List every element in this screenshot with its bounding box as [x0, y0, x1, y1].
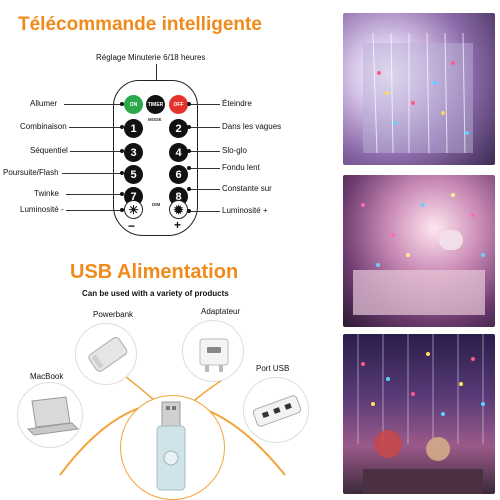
leader-twinke	[66, 194, 122, 195]
leader-constante	[189, 189, 220, 190]
leader-combinaison	[69, 127, 122, 128]
usb-section-title: USB Alimentation	[70, 261, 239, 283]
timer-button: TIMER	[146, 95, 165, 114]
leader-poursuite	[62, 173, 122, 174]
leader-dot	[120, 149, 124, 153]
label-luminosite-plus: Luminosité +	[222, 206, 268, 215]
button-4: 4	[169, 143, 188, 162]
dim-minus-button: ☀	[124, 200, 143, 219]
curtain-lights-photo	[343, 13, 495, 165]
leader-dot	[187, 209, 191, 213]
label-port-usb: Port USB	[256, 364, 290, 373]
leader-dot	[187, 187, 191, 191]
dim-label: DIM	[152, 202, 161, 207]
adapter-circle	[182, 320, 244, 382]
remote-section-title: Télécommande intelligente	[18, 14, 262, 35]
minus-sign: −	[128, 219, 136, 233]
label-powerbank: Powerbank	[93, 310, 134, 319]
leader-dot	[120, 102, 124, 106]
label-allumer: Allumer	[30, 99, 58, 108]
usb-port-circle	[243, 377, 309, 443]
powerbank-icon	[88, 336, 128, 372]
bedroom-lights-illustration	[353, 193, 485, 315]
leader-dot	[120, 125, 124, 129]
adapter-icon	[199, 338, 229, 372]
usb-controller-circle	[120, 395, 225, 500]
button-5: 5	[124, 165, 143, 184]
remote-control: ON TIMER OFF MODE 1 2 3 4 5 6 7 8 DIM ☀ …	[113, 80, 198, 236]
laptop-icon	[26, 396, 80, 436]
powerbank-circle	[75, 323, 137, 385]
leader-allumer	[64, 104, 122, 105]
dim-plus-button: ✹	[169, 200, 188, 219]
label-adaptateur: Adaptateur	[201, 307, 241, 316]
button-1: 1	[124, 119, 143, 138]
leader-dot	[120, 171, 124, 175]
leader-slo-glo	[189, 151, 220, 152]
mode-label: MODE	[148, 117, 162, 122]
off-button: OFF	[169, 95, 188, 114]
label-macbook: MacBook	[30, 372, 64, 381]
label-fondu-lent: Fondu lent	[222, 163, 260, 172]
label-dans-les-vagues: Dans les vagues	[222, 122, 282, 131]
leader-dot	[187, 166, 191, 170]
label-slo-glo: Slo-glo	[222, 146, 247, 155]
label-sequentiel: Séquentiel	[30, 146, 68, 155]
label-eteindre: Éteindre	[222, 99, 252, 108]
leader-luminosite-plus	[189, 211, 220, 212]
leader-dot	[120, 192, 124, 196]
timer-label: Réglage Minuterie 6/18 heures	[96, 53, 206, 62]
leader-vagues	[189, 127, 220, 128]
usb-plug-icon	[156, 401, 186, 491]
leader-dot	[187, 125, 191, 129]
leader-sequentiel	[70, 151, 122, 152]
leader-dot	[120, 208, 124, 212]
plus-sign: +	[174, 218, 182, 232]
label-constante-sur: Constante sur	[222, 184, 272, 193]
christmas-lights-photo	[343, 334, 495, 494]
macbook-circle	[17, 382, 83, 448]
leader-eteindre	[189, 104, 220, 105]
button-6: 6	[169, 165, 188, 184]
label-twinke: Twinke	[34, 189, 59, 198]
bedroom-lights-photo	[343, 175, 495, 327]
label-luminosite-moins: Luminosité -	[20, 205, 64, 214]
button-3: 3	[124, 143, 143, 162]
leader-fondu	[189, 168, 220, 169]
leader-luminosite-moins	[66, 210, 122, 211]
usb-hub-icon	[252, 395, 302, 427]
timer-leader-line	[156, 64, 157, 86]
label-combinaison: Combinaison	[20, 122, 67, 131]
leader-dot	[187, 149, 191, 153]
button-2: 2	[169, 119, 188, 138]
on-button: ON	[124, 95, 143, 114]
label-poursuite-flash: Poursuite/Flash	[3, 168, 59, 177]
leader-dot	[187, 102, 191, 106]
usb-section-subtitle: Can be used with a variety of products	[82, 289, 229, 298]
curtain-lights-illustration	[363, 32, 473, 154]
christmas-lights-illustration	[357, 334, 485, 494]
